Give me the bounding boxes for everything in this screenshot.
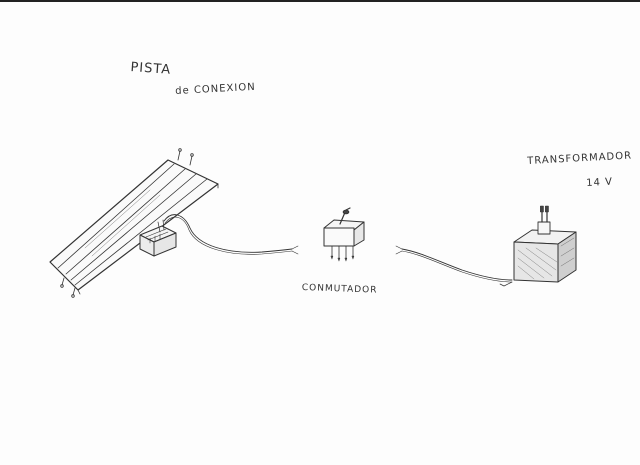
transformer-voltage-label: 14 V <box>586 176 614 189</box>
connection-track <box>49 148 219 298</box>
top-border-line <box>0 0 640 2</box>
track-label-title: PISTA <box>129 60 172 78</box>
transformer-device <box>513 205 577 283</box>
track-connector-box <box>139 219 177 257</box>
switch-device <box>323 207 365 262</box>
cable-track-to-switch <box>163 214 293 253</box>
cable-transformer-to-switch <box>401 248 513 281</box>
